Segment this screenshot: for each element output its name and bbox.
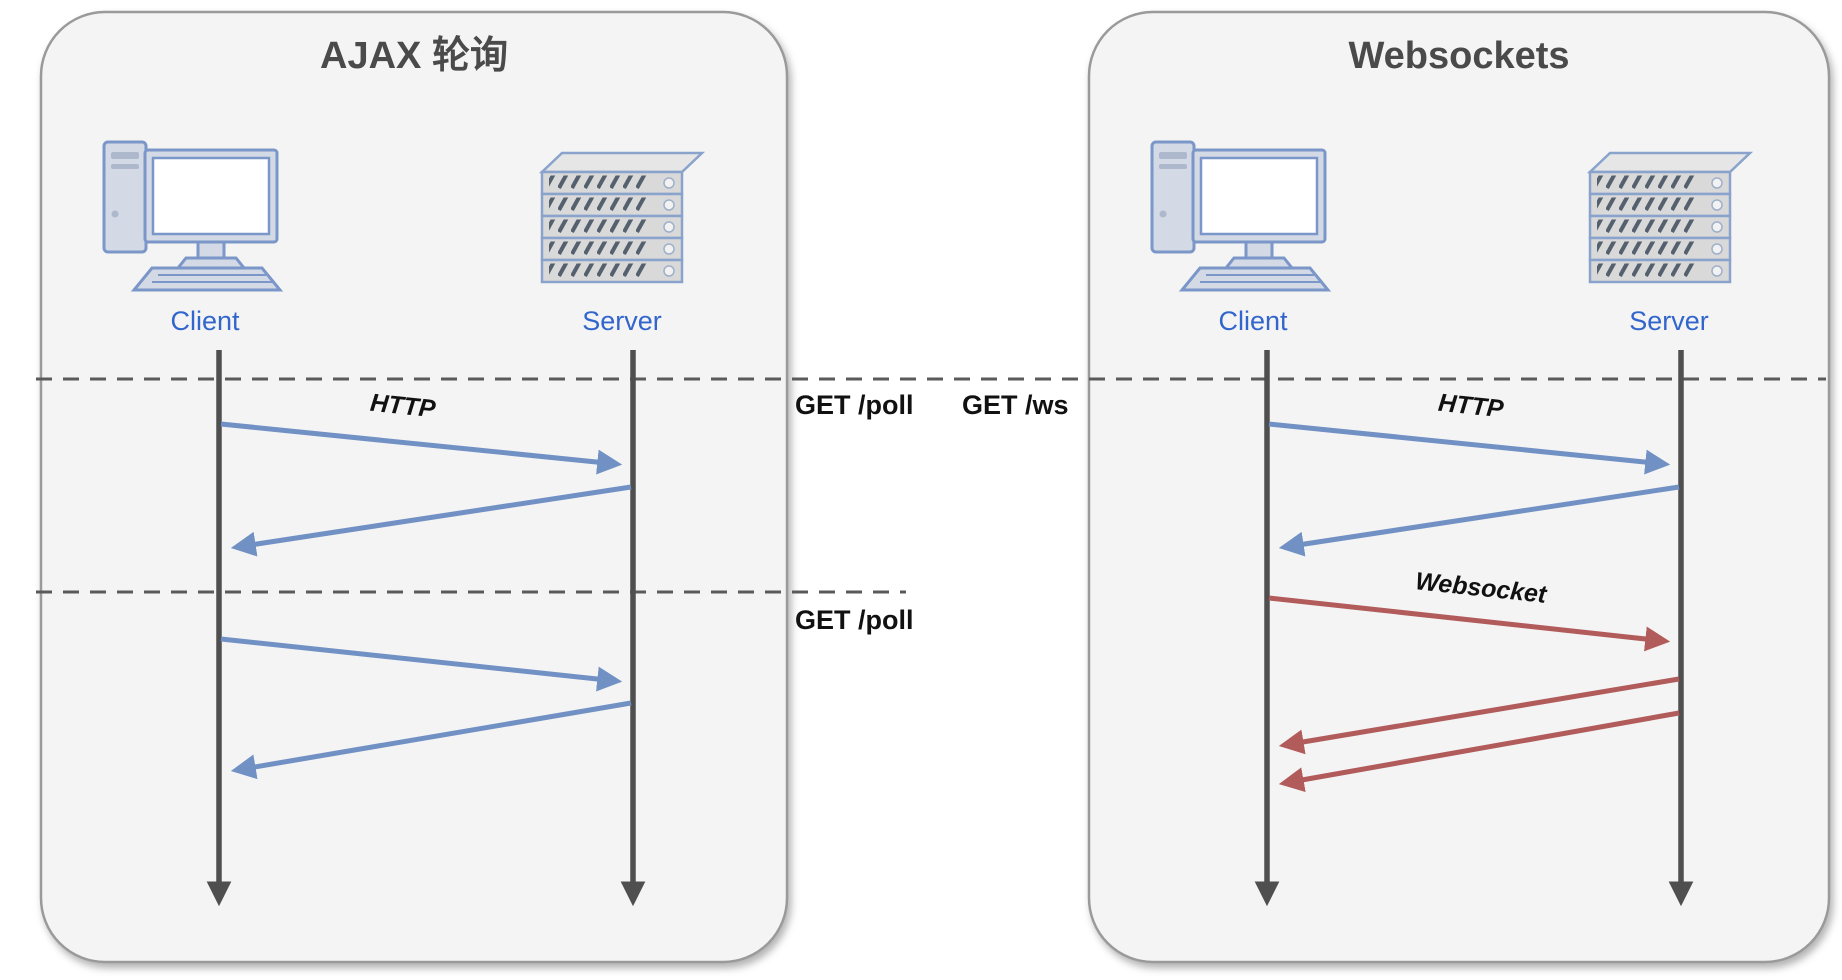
ajax-polling-panel: AJAX 轮询 Client Server [39,10,789,964]
http-response-arrow-2 [230,700,632,780]
server-label: Server [582,306,662,336]
websockets-panel-title: Websockets [1348,35,1569,77]
http-protocol-label: HTTP [369,389,437,424]
get-ws-label: GET /ws [962,390,1069,420]
http-request-arrow-1 [220,421,623,475]
http-response-arrow-1 [230,484,632,557]
server-label: Server [1629,306,1709,336]
timeline-dividers: GET /poll GET /ws GET /poll [36,377,1826,635]
websocket-push-arrow-1 [1278,676,1680,755]
http-response-arrow [1278,484,1680,557]
websocket-push-arrow-2 [1278,710,1680,793]
client-label: Client [1218,306,1288,336]
http-request-arrow-2 [220,636,623,692]
client-label: Client [170,306,240,336]
websockets-panel: Websockets Client Server [1087,10,1831,964]
websocket-upgrade-arrow [1268,595,1671,652]
ajax-panel-title: AJAX 轮询 [320,35,508,77]
get-poll-second-label: GET /poll [795,605,914,635]
server-stack-icon [540,151,704,284]
http-protocol-label: HTTP [1437,389,1505,424]
get-poll-first-label: GET /poll [795,390,914,420]
http-request-arrow [1268,421,1671,475]
server-stack-icon [1588,151,1752,284]
ajax-sequence: HTTP [206,350,646,907]
